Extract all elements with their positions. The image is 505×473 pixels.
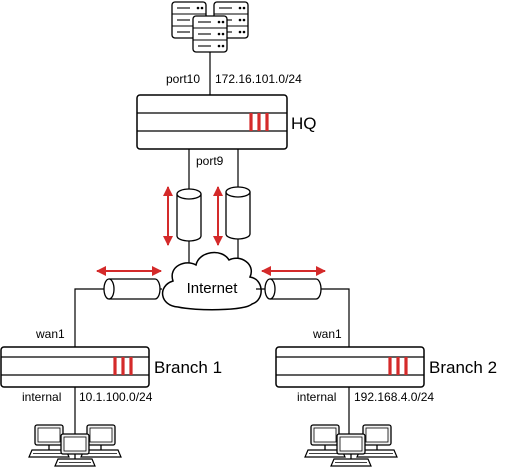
hq-name-label: HQ xyxy=(291,114,317,133)
hq-firewall[interactable]: HQ xyxy=(136,94,317,150)
hq-lan-port-label: port10 xyxy=(166,72,200,86)
cloud-icon xyxy=(162,251,262,311)
internet-cloud: Internet xyxy=(162,251,262,311)
internet-label: Internet xyxy=(187,280,239,297)
branch2-workstations xyxy=(304,424,398,467)
hq-lan-subnet-label: 172.16.101.0/24 xyxy=(215,72,302,86)
branch1-firewall[interactable]: Branch 1 xyxy=(0,346,222,388)
branch2-firewall[interactable]: Branch 2 xyxy=(275,346,497,388)
branch1-wan-port-label: wan1 xyxy=(35,327,65,341)
vpn-tunnel-icon xyxy=(103,278,161,300)
branch1-lan-subnet-label: 10.1.100.0/24 xyxy=(79,390,153,404)
branch1-name-label: Branch 1 xyxy=(154,358,222,377)
branch2-lan-port-label: internal xyxy=(297,390,336,404)
vpn-tunnel-icon xyxy=(264,278,322,300)
branch1-lan-port-label: internal xyxy=(22,390,61,404)
firewall-icon xyxy=(0,346,150,388)
branch2-lan-subnet-label: 192.168.4.0/24 xyxy=(354,390,434,404)
branch2-name-label: Branch 2 xyxy=(429,358,497,377)
workstation-icon xyxy=(304,424,398,467)
hq-wan-port-label: port9 xyxy=(196,154,224,168)
firewall-icon xyxy=(275,346,425,388)
firewall-icon xyxy=(136,94,288,150)
server-icon xyxy=(171,1,249,53)
vpn-tunnel-icon xyxy=(225,186,251,240)
vpn-tunnel-icon xyxy=(176,188,202,242)
hq-servers xyxy=(171,1,249,53)
branch2-wan-port-label: wan1 xyxy=(312,327,342,341)
